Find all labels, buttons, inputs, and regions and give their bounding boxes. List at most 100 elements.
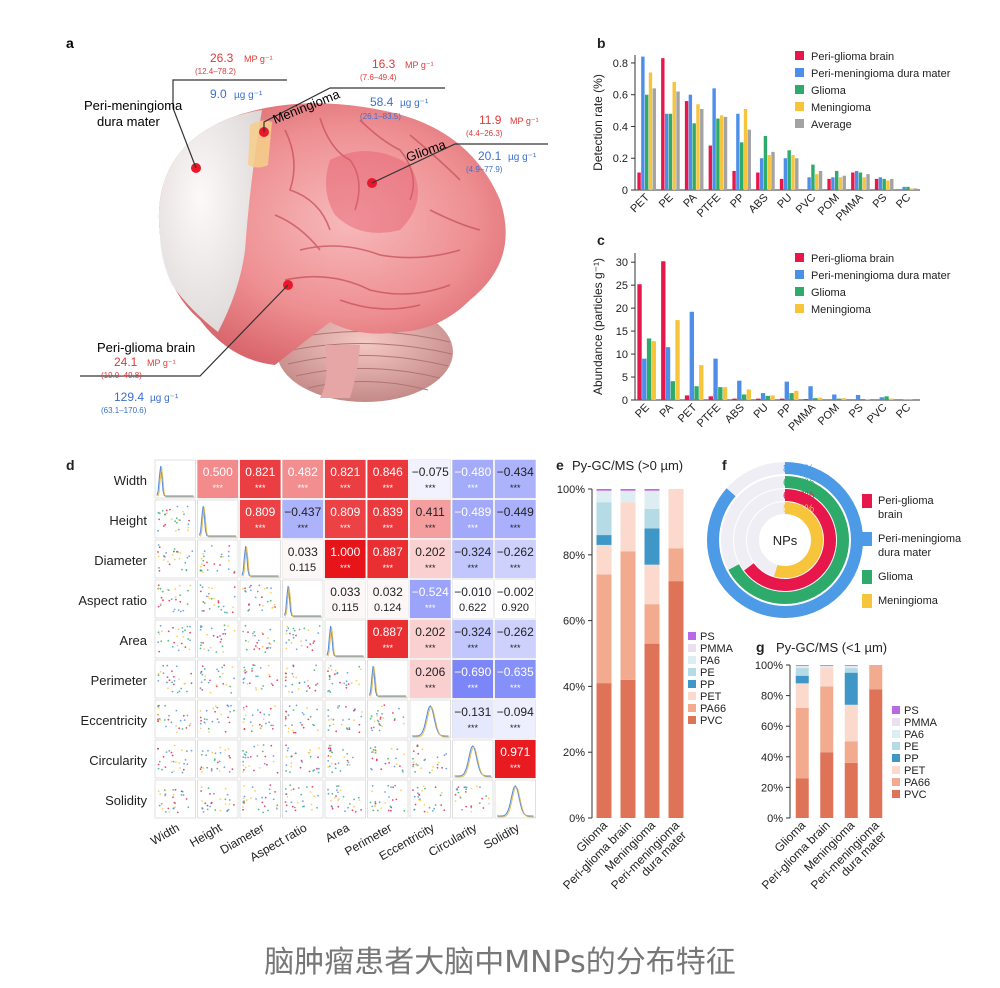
scatter-dot — [200, 766, 203, 769]
bar-PMMA-meningioma — [862, 177, 866, 190]
scatter-dot — [186, 556, 189, 559]
scatter-dot — [157, 584, 160, 587]
stack-segment-pa66 — [820, 686, 834, 753]
scatter-dot — [271, 684, 274, 687]
stack-segment-pvc — [795, 778, 809, 818]
scatter-dot — [182, 510, 184, 513]
scatter-dot — [348, 764, 351, 766]
bar-PE-peri-glioma-brain — [637, 284, 642, 400]
scatter-dot — [272, 798, 275, 801]
scatter-dot — [345, 706, 347, 708]
scatter-dot — [272, 755, 275, 757]
scatter-dot — [190, 682, 193, 685]
scatter-dot — [202, 552, 205, 555]
scatter-dot — [358, 723, 361, 726]
scatter-dot — [309, 791, 312, 793]
scatter-dot — [327, 755, 330, 757]
scatter-dot — [203, 602, 206, 604]
scatter-dot — [284, 676, 287, 679]
scatter-dot — [215, 684, 218, 687]
scatter-dot — [199, 716, 202, 719]
scatter-dot — [168, 679, 171, 682]
scatter-dot — [201, 750, 204, 752]
scatter-dot — [164, 513, 166, 516]
scatter-dot — [292, 731, 295, 734]
scatter-dot — [313, 724, 315, 727]
scatter-dot — [187, 638, 190, 640]
scatter-dot — [306, 646, 309, 648]
bar-PS-meningioma — [865, 399, 870, 400]
y-tick-label: 0.2 — [613, 153, 628, 165]
scatter-dot — [353, 719, 355, 722]
scatter-dot — [183, 513, 185, 516]
scatter-dot — [327, 715, 330, 717]
stack-segment-ps — [620, 489, 636, 491]
scatter-dot — [244, 756, 247, 759]
scatter-dot — [189, 639, 192, 642]
scatter-dot — [220, 638, 223, 641]
scatter-dot — [219, 641, 222, 643]
scatter-dot — [176, 505, 179, 508]
scatter-dot — [417, 795, 420, 798]
scatter-dot — [186, 505, 189, 508]
matrix-cell-frame — [239, 539, 281, 579]
scatter-dot — [285, 744, 287, 747]
matrix-cell-frame — [197, 619, 239, 659]
scatter-dot — [182, 636, 185, 638]
stack-segment-pa6 — [795, 666, 809, 669]
scatter-dot — [191, 550, 194, 553]
scatter-dot — [260, 688, 263, 691]
scatter-dot — [487, 797, 490, 800]
scatter-dot — [416, 786, 419, 789]
bar-PVC-glioma — [811, 164, 815, 190]
scatter-dot — [267, 637, 269, 639]
scatter-dot — [396, 748, 399, 751]
scatter-dot — [200, 681, 203, 684]
correlation-value: 0.033 — [288, 545, 318, 559]
correlation-value: 0.202 — [415, 625, 445, 639]
bar-PTFE-peri-meningioma-dura-mater — [713, 358, 718, 400]
scatter-dot — [269, 784, 272, 786]
scatter-dot — [266, 600, 269, 603]
scatter-dot — [242, 771, 244, 773]
significance-label: *** — [382, 563, 393, 573]
significance-label: 0.115 — [289, 562, 316, 574]
scatter-dot — [350, 682, 353, 684]
significance-label: 0.622 — [459, 602, 487, 614]
bar-PP-peri-glioma-brain — [779, 398, 785, 400]
scatter-dot — [220, 608, 223, 611]
significance-label: *** — [382, 523, 393, 533]
scatter-dot — [354, 810, 357, 813]
scatter-dot — [175, 517, 178, 519]
scatter-dot — [242, 760, 245, 763]
callout-label-line: Peri-glioma brain — [97, 340, 195, 355]
scatter-dot — [392, 712, 394, 714]
bar-PVC-average — [818, 170, 823, 190]
scatter-dot — [284, 715, 287, 718]
mp-unit: MP g⁻¹ — [147, 358, 176, 368]
scatter-dot — [171, 771, 173, 774]
y-tick-label: 60% — [563, 616, 585, 628]
legend-swatch — [795, 102, 804, 111]
legend-swatch — [795, 68, 804, 77]
legend-label: PMMA — [700, 643, 734, 655]
correlation-value: −0.489 — [454, 505, 491, 519]
scatter-dot — [273, 603, 276, 606]
brainstem-shape — [320, 345, 360, 398]
scatter-dot — [378, 801, 381, 804]
y-tick-label: 0 — [622, 185, 628, 197]
scatter-dot — [216, 636, 219, 638]
scatter-dot — [420, 767, 422, 770]
scatter-dot — [186, 529, 189, 532]
scatter-dot — [200, 644, 202, 647]
scatter-dot — [434, 804, 437, 806]
scatter-dot — [345, 680, 348, 683]
scatter-dot — [243, 802, 246, 804]
ug-unit: µg g⁻¹ — [508, 152, 537, 163]
scatter-dot — [276, 804, 279, 806]
scatter-dot — [310, 803, 313, 806]
scatter-dot — [167, 630, 170, 633]
correlation-cell — [325, 460, 366, 498]
y-tick-label: 0% — [569, 813, 585, 825]
scatter-dot — [305, 690, 308, 693]
